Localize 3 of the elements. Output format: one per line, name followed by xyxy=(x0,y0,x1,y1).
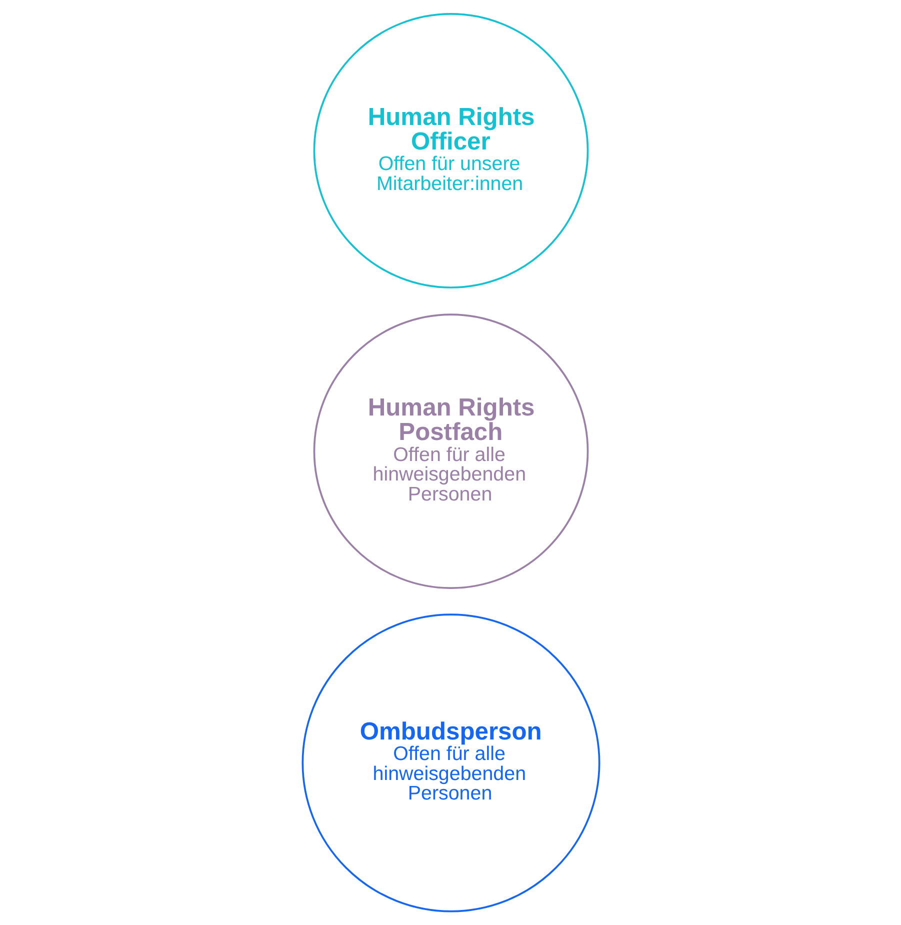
node-circle: Ombudsperson Offen für alle hinweisgebenden Personen xyxy=(301,614,600,912)
node-circle: Human Rights Officer Offen für unsere Mitarbeiter:innen xyxy=(312,13,588,288)
node-circle: Human Rights Postfach Offen für alle hinweisgebenden Personen xyxy=(312,314,588,589)
